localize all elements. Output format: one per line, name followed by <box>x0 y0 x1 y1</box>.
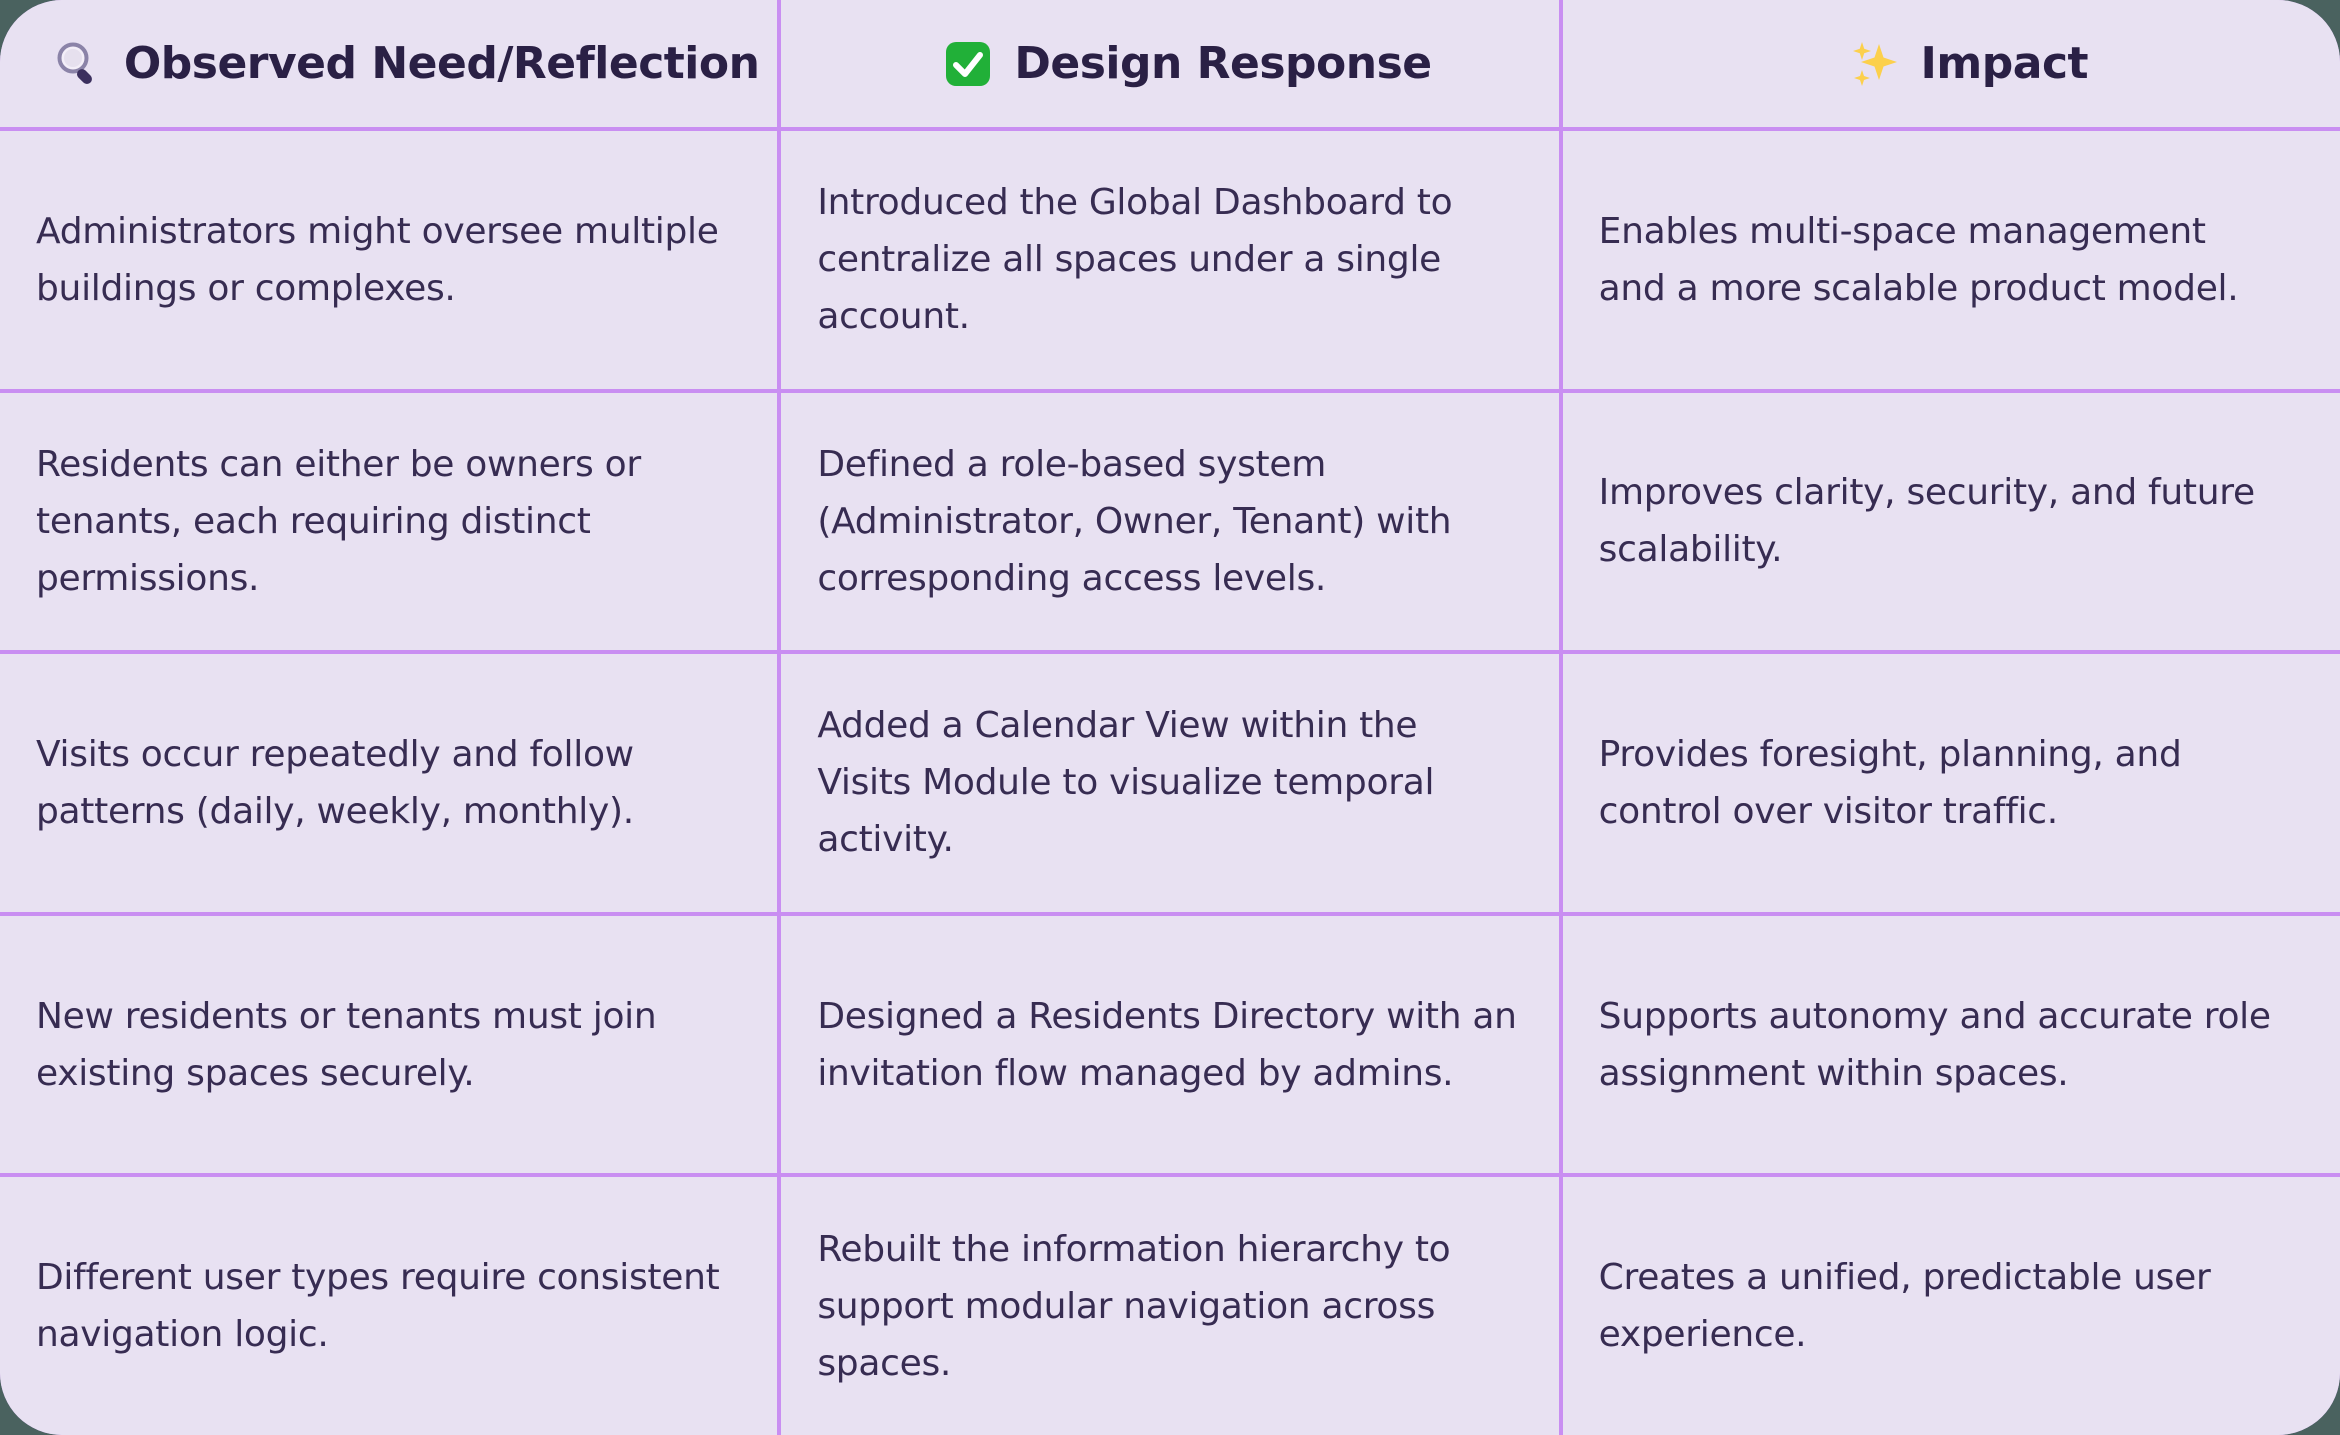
cell-text: Different user types require consistent … <box>36 1257 720 1356</box>
table-cell-need-3: Visits occur repeatedly and follow patte… <box>0 654 778 912</box>
sparkles-icon <box>1849 38 1901 90</box>
table-cell-need-5: Different user types require consistent … <box>0 1177 778 1435</box>
cell-text: Designed a Residents Directory with an i… <box>817 995 1517 1094</box>
column-header-label: Observed Need/Reflection <box>123 38 760 89</box>
column-header-label: Impact <box>1920 38 2089 89</box>
cell-text: Enables multi-space management and a mor… <box>1598 210 2239 309</box>
table-cell-impact-3: Provides foresight, planning, and contro… <box>1562 654 2340 912</box>
table-cell-impact-1: Enables multi-space management and a mor… <box>1562 131 2340 389</box>
cell-text: Added a Calendar View within the Visits … <box>817 705 1435 861</box>
cell-text: Provides foresight, planning, and contro… <box>1598 733 2182 832</box>
table-cell-need-1: Administrators might oversee multiple bu… <box>0 131 778 389</box>
column-header-label: Design Response <box>1014 38 1432 89</box>
column-header-design-response: Design Response <box>781 0 1559 127</box>
cell-text: Visits occur repeatedly and follow patte… <box>36 733 634 832</box>
column-header-observed-need: Observed Need/Reflection <box>0 0 778 127</box>
check-mark-icon <box>942 38 994 90</box>
table-cell-need-2: Residents can either be owners or tenant… <box>0 392 778 651</box>
table-cell-response-4: Designed a Residents Directory with an i… <box>781 915 1559 1174</box>
cell-text: Administrators might oversee multiple bu… <box>36 210 719 309</box>
cell-text: Rebuilt the information hierarchy to sup… <box>817 1228 1451 1384</box>
table-cell-impact-2: Improves clarity, security, and future s… <box>1562 392 2340 651</box>
table-cell-impact-5: Creates a unified, predictable user expe… <box>1562 1177 2340 1435</box>
table-cell-response-2: Defined a role-based system (Administrat… <box>781 392 1559 651</box>
column-header-impact: Impact <box>1562 0 2340 127</box>
cell-text: Improves clarity, security, and future s… <box>1598 472 2255 571</box>
table-cell-response-1: Introduced the Global Dashboard to centr… <box>781 131 1559 389</box>
table-cell-need-4: New residents or tenants must join exist… <box>0 915 778 1174</box>
table-cell-response-5: Rebuilt the information hierarchy to sup… <box>781 1177 1559 1435</box>
cell-text: Defined a role-based system (Administrat… <box>817 443 1452 599</box>
cell-text: New residents or tenants must join exist… <box>36 995 657 1094</box>
table-cell-response-3: Added a Calendar View within the Visits … <box>781 654 1559 912</box>
cell-text: Introduced the Global Dashboard to centr… <box>817 182 1453 338</box>
cell-text: Residents can either be owners or tenant… <box>36 443 641 599</box>
magnifying-glass-icon <box>52 38 104 90</box>
cell-text: Creates a unified, predictable user expe… <box>1598 1257 2211 1356</box>
cell-text: Supports autonomy and accurate role assi… <box>1598 995 2271 1094</box>
table-cell-impact-4: Supports autonomy and accurate role assi… <box>1562 915 2340 1174</box>
